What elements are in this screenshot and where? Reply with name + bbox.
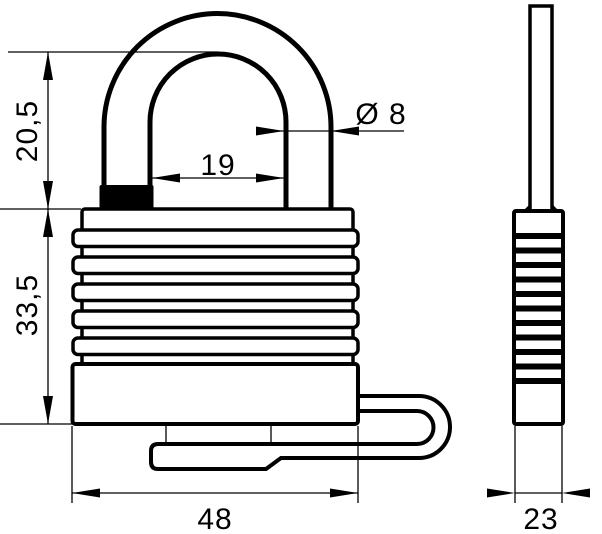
dim-body-depth: 23 [487,426,590,534]
arrowhead-left [152,173,180,183]
shackle-seat [99,185,154,210]
side-body [512,209,565,426]
dimension-annotations: 20,5 33,5 19 Ø 8 [0,51,590,534]
arrowhead-up [43,209,53,237]
arrowhead-left [562,488,590,498]
shackle-outline [101,11,334,218]
body-rib [71,336,360,357]
side-rib-line [512,305,565,312]
front-view [70,11,452,471]
body-rib [71,228,360,249]
side-rib-line [512,233,565,239]
arrowhead-right [487,488,515,498]
dim-label-body-height: 33,5 [11,274,44,336]
side-rib-line [512,363,565,370]
cover-plate-and-clip-loop [149,394,452,471]
dim-label-shackle-inner-width: 19 [200,149,235,182]
side-rib-line [512,247,565,254]
side-shackle-bar [528,4,554,216]
body-lower-band [70,362,360,426]
arrowhead-left [72,488,100,498]
body-rib [71,309,360,330]
dim-label-shackle-height: 20,5 [11,100,44,162]
body-rib [71,255,360,276]
side-rib-line [512,291,565,297]
side-view [512,4,565,426]
dim-label-body-depth: 23 [523,503,558,534]
arrowhead-right [256,126,284,136]
arrowhead-up [43,52,53,80]
shackle-fillet [522,204,530,212]
side-rib-line [512,320,565,326]
shackle-fillet [552,204,560,212]
arrowhead-left [331,126,359,136]
arrowhead-right [256,173,284,183]
side-rib-line [512,276,565,283]
dim-body-width: 48 [71,426,359,534]
body-rib [71,282,360,303]
arrowhead-down [43,396,53,424]
side-rib-line [512,378,565,384]
cover-plate-neck [165,424,272,444]
side-rib-line [512,334,565,341]
side-rib-line [512,262,565,268]
arrowhead-down [43,181,53,209]
arrowhead-right [330,488,358,498]
dim-label-body-width: 48 [197,503,232,534]
dim-shackle-diameter: Ø 8 [256,98,406,136]
dim-shackle-height: 20,5 [0,51,218,424]
dim-body-height: 33,5 [0,209,74,425]
side-rib-line [512,349,565,355]
dim-label-shackle-diameter: Ø 8 [355,98,406,131]
dim-shackle-inner-width: 19 [152,149,284,183]
